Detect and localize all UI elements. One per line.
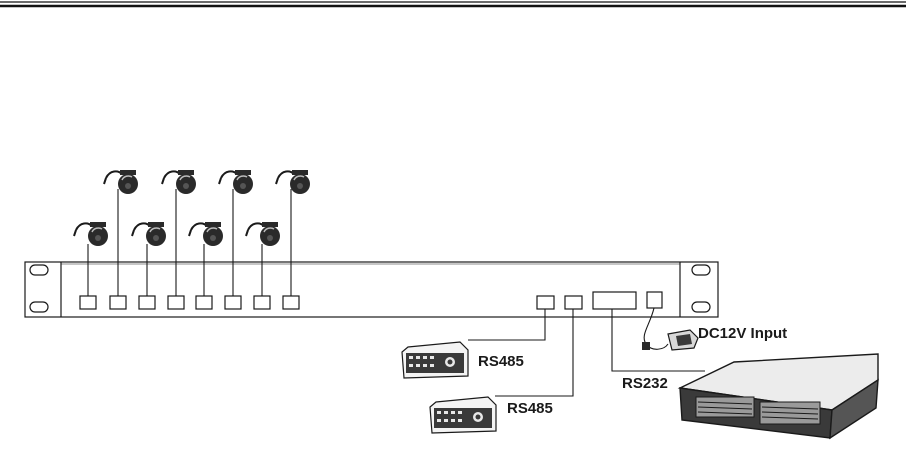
keyboard-controller-icon — [430, 397, 496, 433]
dome-camera-icon — [74, 222, 108, 246]
dome-camera-icon — [132, 222, 166, 246]
header-rule — [0, 2, 906, 6]
dome-camera-icon — [219, 170, 253, 194]
dome-camera-icon — [246, 222, 280, 246]
dome-camera-icon — [162, 170, 196, 194]
power-adapter-icon — [642, 330, 698, 350]
keyboard-controller-icon — [402, 342, 468, 378]
dome-camera-icon — [189, 222, 223, 246]
control-cables — [468, 308, 705, 396]
dome-cameras — [74, 170, 310, 246]
rs485-label-bottom: RS485 — [507, 400, 553, 417]
dome-camera-icon — [104, 170, 138, 194]
rack-distributor — [25, 262, 718, 317]
dvr-icon — [680, 354, 878, 438]
rs232-label: RS232 — [622, 375, 668, 392]
dc-input-label: DC12V Input — [698, 325, 787, 342]
rs485-label-top: RS485 — [478, 353, 524, 370]
dome-camera-icon — [276, 170, 310, 194]
